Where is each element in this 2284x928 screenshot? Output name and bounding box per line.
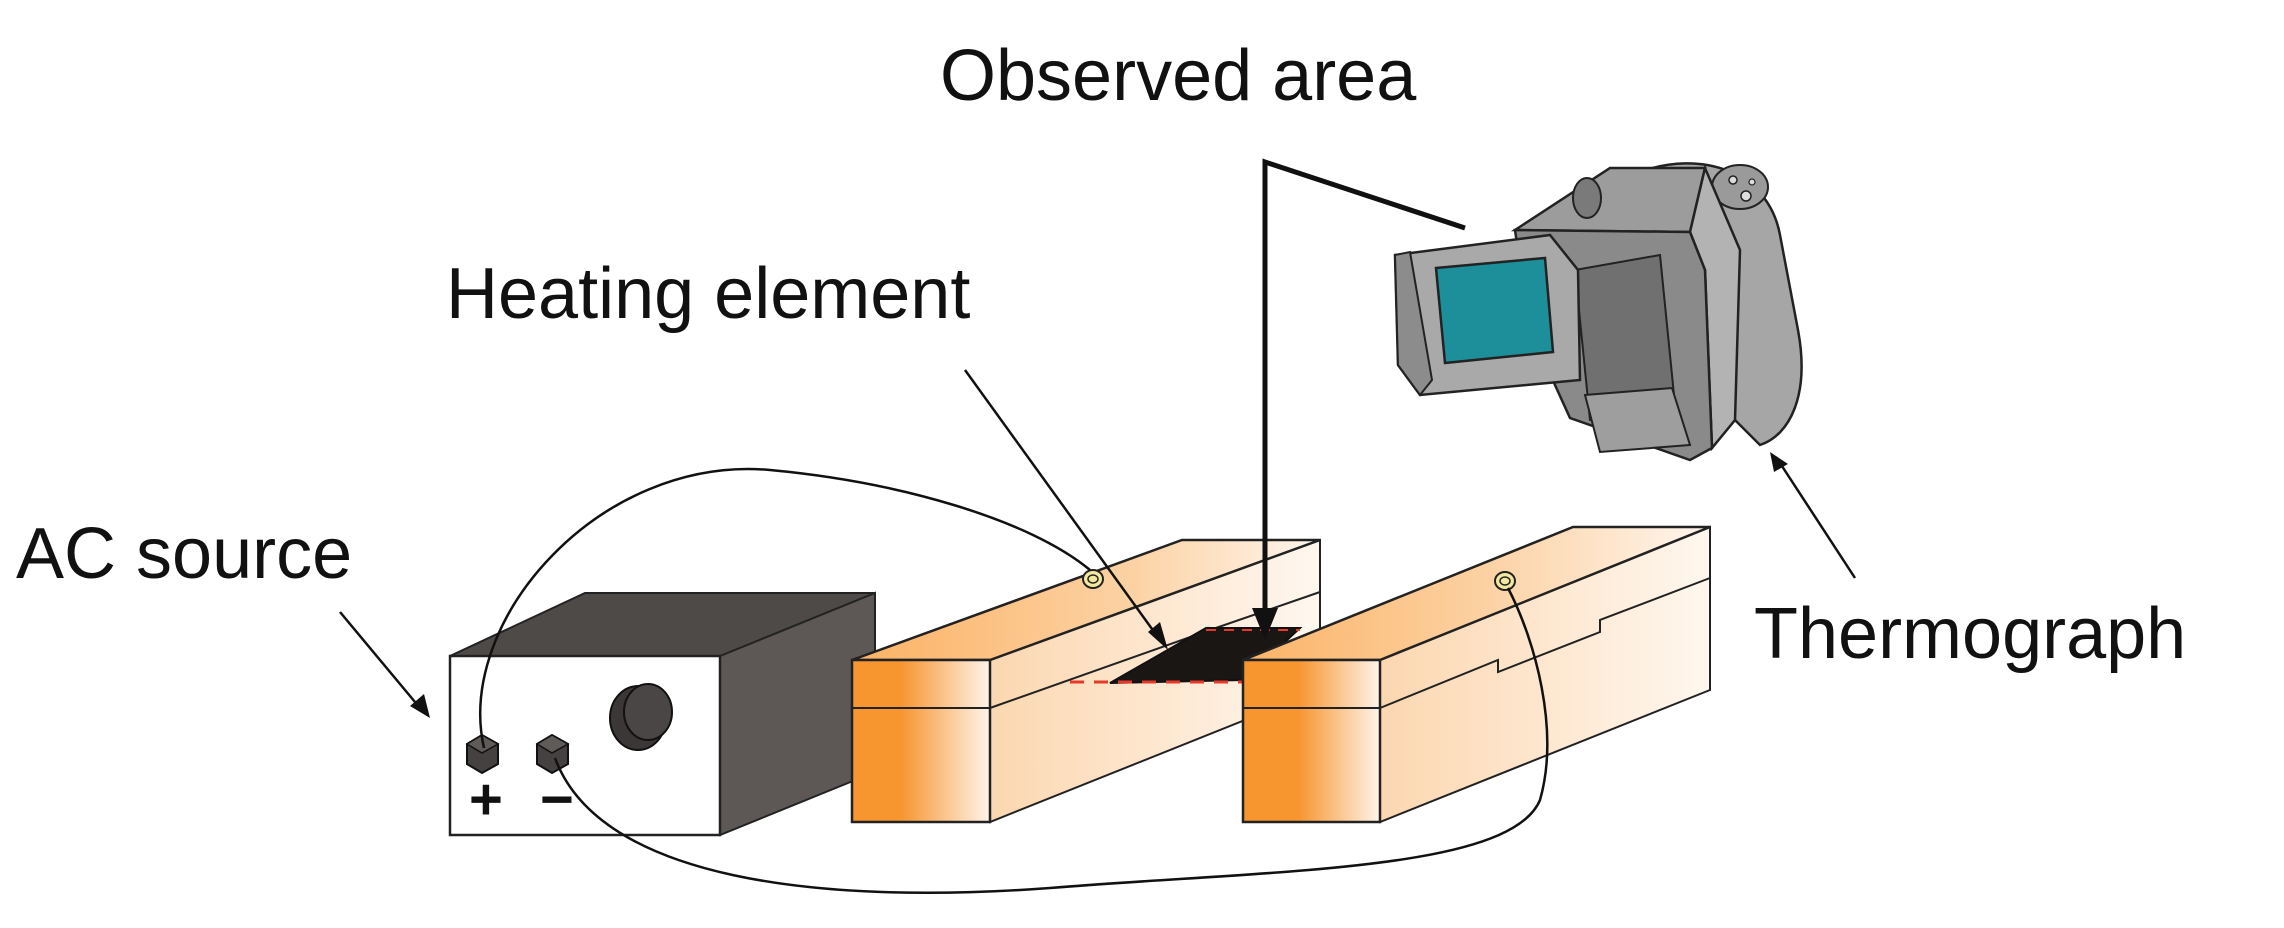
left-block-front [850, 658, 992, 824]
right-clamp-block [1241, 525, 1711, 824]
right-block-front [1241, 658, 1382, 824]
minus-sign: − [540, 767, 574, 832]
positive-wire [479, 467, 1091, 749]
heating-element-pointer [963, 369, 1168, 650]
camera-lens [1572, 177, 1602, 219]
heating-element-label: Heating element [446, 254, 970, 334]
camera-screen-display [1434, 256, 1555, 365]
camera-body-top [1510, 166, 1707, 234]
observed-area-label: Observed area [940, 36, 1417, 116]
right-block-screw [1494, 571, 1516, 591]
minus-terminal [535, 733, 570, 775]
thermograph-pointer [1770, 452, 1857, 579]
left-block-screw [1082, 569, 1104, 589]
ac-source-pointer [339, 611, 430, 718]
ac-source-box: + − [448, 591, 876, 837]
thermograph-label: Thermograph [1754, 594, 2186, 674]
thermograph-camera [1393, 162, 1803, 462]
negative-wire [553, 587, 1549, 894]
right-block-step-line [1379, 577, 1711, 709]
control-knob [609, 683, 673, 751]
ac-source-label: AC source [16, 514, 352, 594]
plus-sign: + [469, 767, 503, 832]
observed-area-pointer [1252, 158, 1466, 640]
